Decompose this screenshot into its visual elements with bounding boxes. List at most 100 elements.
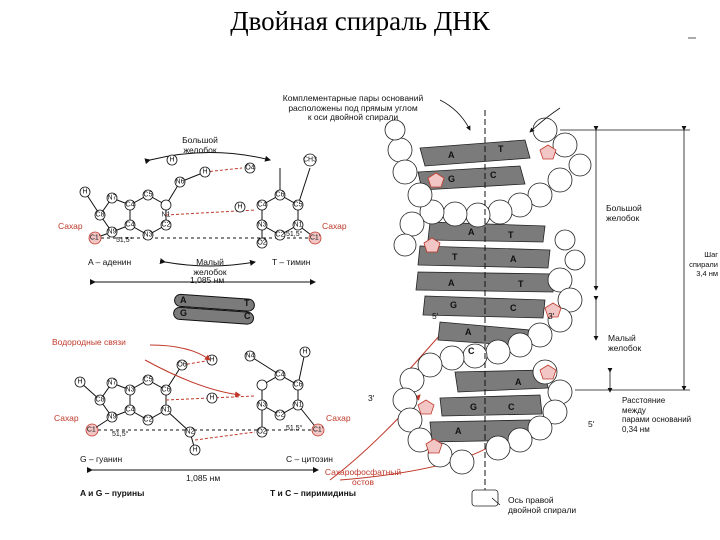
atom-label: N1	[161, 406, 171, 414]
helix-letter: A	[468, 227, 475, 237]
sugar-label-top-left: Сахар	[58, 221, 83, 231]
atom-label: N3	[143, 231, 153, 239]
atom-label: C6	[293, 381, 303, 389]
minor-groove-right-label: Малый желобок	[608, 333, 642, 353]
atom-label: N9	[107, 228, 117, 236]
atom-label: H	[77, 378, 83, 386]
atom-label: C5	[143, 191, 153, 199]
angle-left-top: 51,5°	[116, 237, 133, 244]
distance-top-label: 1,085 нм	[190, 275, 225, 285]
minor-groove-left-label: Малый желобок	[193, 257, 227, 277]
atom-label: C4	[275, 371, 285, 379]
atom-label: N4	[245, 352, 255, 360]
end-5-bottom: 5'	[588, 419, 595, 429]
angle-right-bottom: 51,5°	[286, 425, 303, 432]
atom-markers-top	[79, 153, 317, 249]
sugar-phosphate-label: Сахарофосфатный остов	[324, 467, 402, 487]
icon-letter-g: G	[180, 308, 188, 318]
end-3-bottom-left: 3'	[368, 393, 375, 403]
atom-label: C4	[125, 406, 135, 414]
atom-label: C2	[161, 221, 171, 229]
sugar-label-bottom-left: Сахар	[54, 413, 79, 423]
atom-label: N3	[257, 221, 267, 229]
atom-label: C1'	[309, 234, 321, 242]
thymine-label: T – тимин	[272, 257, 311, 267]
helix-letter: A	[465, 327, 472, 337]
helix-letter: T	[452, 252, 458, 262]
atom-label: C1'	[86, 426, 98, 434]
pitch-label: Шаг спирали 3,4 нм	[689, 250, 718, 278]
atom-label: O4	[245, 164, 255, 172]
guanine-label: G – гуанин	[80, 454, 123, 464]
helix-letter: C	[468, 346, 475, 356]
atom-label: H	[209, 356, 215, 364]
atom-label: N2	[185, 428, 195, 436]
atom-label: C6	[275, 191, 285, 199]
atom-label: O6	[177, 361, 187, 369]
atom-label: N7	[107, 194, 117, 202]
helix-letter: T	[498, 144, 504, 154]
helix-letter: T	[508, 230, 514, 240]
atom-label: C2	[275, 411, 285, 419]
double-helix: A T G C A T T A A T G C A C A G C A	[384, 110, 592, 507]
icon-letter-t: T	[244, 298, 250, 308]
helix-axis-label: Ось правой двойной спирали	[508, 495, 577, 515]
atom-label: H	[169, 156, 175, 164]
atom-label: N6	[175, 178, 185, 186]
major-groove-right-label: Большой желобок	[606, 203, 642, 223]
sugar-label-top-right: Сахар	[322, 221, 347, 231]
atom-label: N1	[293, 401, 303, 409]
helix-letter: A	[455, 426, 462, 436]
major-groove-left-label: Большой желобок	[182, 135, 218, 155]
icon-letter-a: A	[180, 295, 187, 305]
atom-label: N1	[161, 211, 171, 219]
atom-label: C1'	[312, 426, 324, 434]
atom-label: H	[202, 168, 208, 176]
atom-markers-bottom	[74, 346, 311, 456]
atom-label: N1	[293, 221, 303, 229]
adenine-label: A – аденин	[88, 257, 132, 267]
atom-label: H	[302, 348, 308, 356]
helix-letter: A	[448, 150, 455, 160]
atom-label: H	[192, 446, 198, 454]
angle-right-top: 51,5°	[286, 231, 303, 238]
atom-label: C4	[125, 221, 135, 229]
atom-label: H	[237, 203, 243, 211]
base-pair-icons	[173, 293, 255, 325]
atom-label: C5	[293, 201, 303, 209]
pyrimidines-label: T и C – пиримидины	[270, 488, 357, 498]
helix-letter: G	[450, 300, 457, 310]
atom-label: C6	[161, 386, 171, 394]
end-3-top: 3'	[548, 311, 555, 321]
atom-label: N9	[107, 413, 117, 421]
complementary-pairs-label: Комплементарные пары оснований расположе…	[282, 93, 424, 122]
atom-label: C4	[125, 201, 135, 209]
base-distance-label: Расстояние между парами оснований 0,34 н…	[622, 396, 692, 434]
icon-letter-c: C	[244, 311, 251, 321]
helix-letter: A	[448, 278, 455, 288]
helix-letter: G	[448, 174, 455, 184]
atom-label: C1'	[89, 234, 101, 242]
angle-left-bottom: 51,5°	[112, 431, 129, 438]
atom-label: CH3	[302, 156, 318, 164]
atom-label: H	[209, 394, 215, 402]
sugar-label-bottom-right: Сахар	[326, 413, 351, 423]
atom-label: C2	[275, 231, 285, 239]
helix-letter: T	[518, 279, 524, 289]
page-title: Двойная спираль ДНК	[230, 6, 490, 36]
end-5-top: 5'	[432, 311, 439, 321]
atom-label: O2	[257, 428, 267, 436]
helix-letter: C	[510, 303, 517, 313]
helix-letter: C	[508, 402, 515, 412]
atom-label: C5	[143, 376, 153, 384]
atom-label: N3	[125, 386, 135, 394]
helix-letter: A	[515, 377, 522, 387]
distance-bottom-label: 1,085 нм	[186, 473, 221, 483]
atom-label: C4	[257, 201, 267, 209]
atom-label: C8	[95, 396, 105, 404]
hydrogen-bonds-label: Водородные связи	[52, 337, 126, 347]
cytosine-label: C – цитозин	[286, 454, 333, 464]
atom-label: C2	[143, 416, 153, 424]
helix-letter: C	[490, 170, 497, 180]
